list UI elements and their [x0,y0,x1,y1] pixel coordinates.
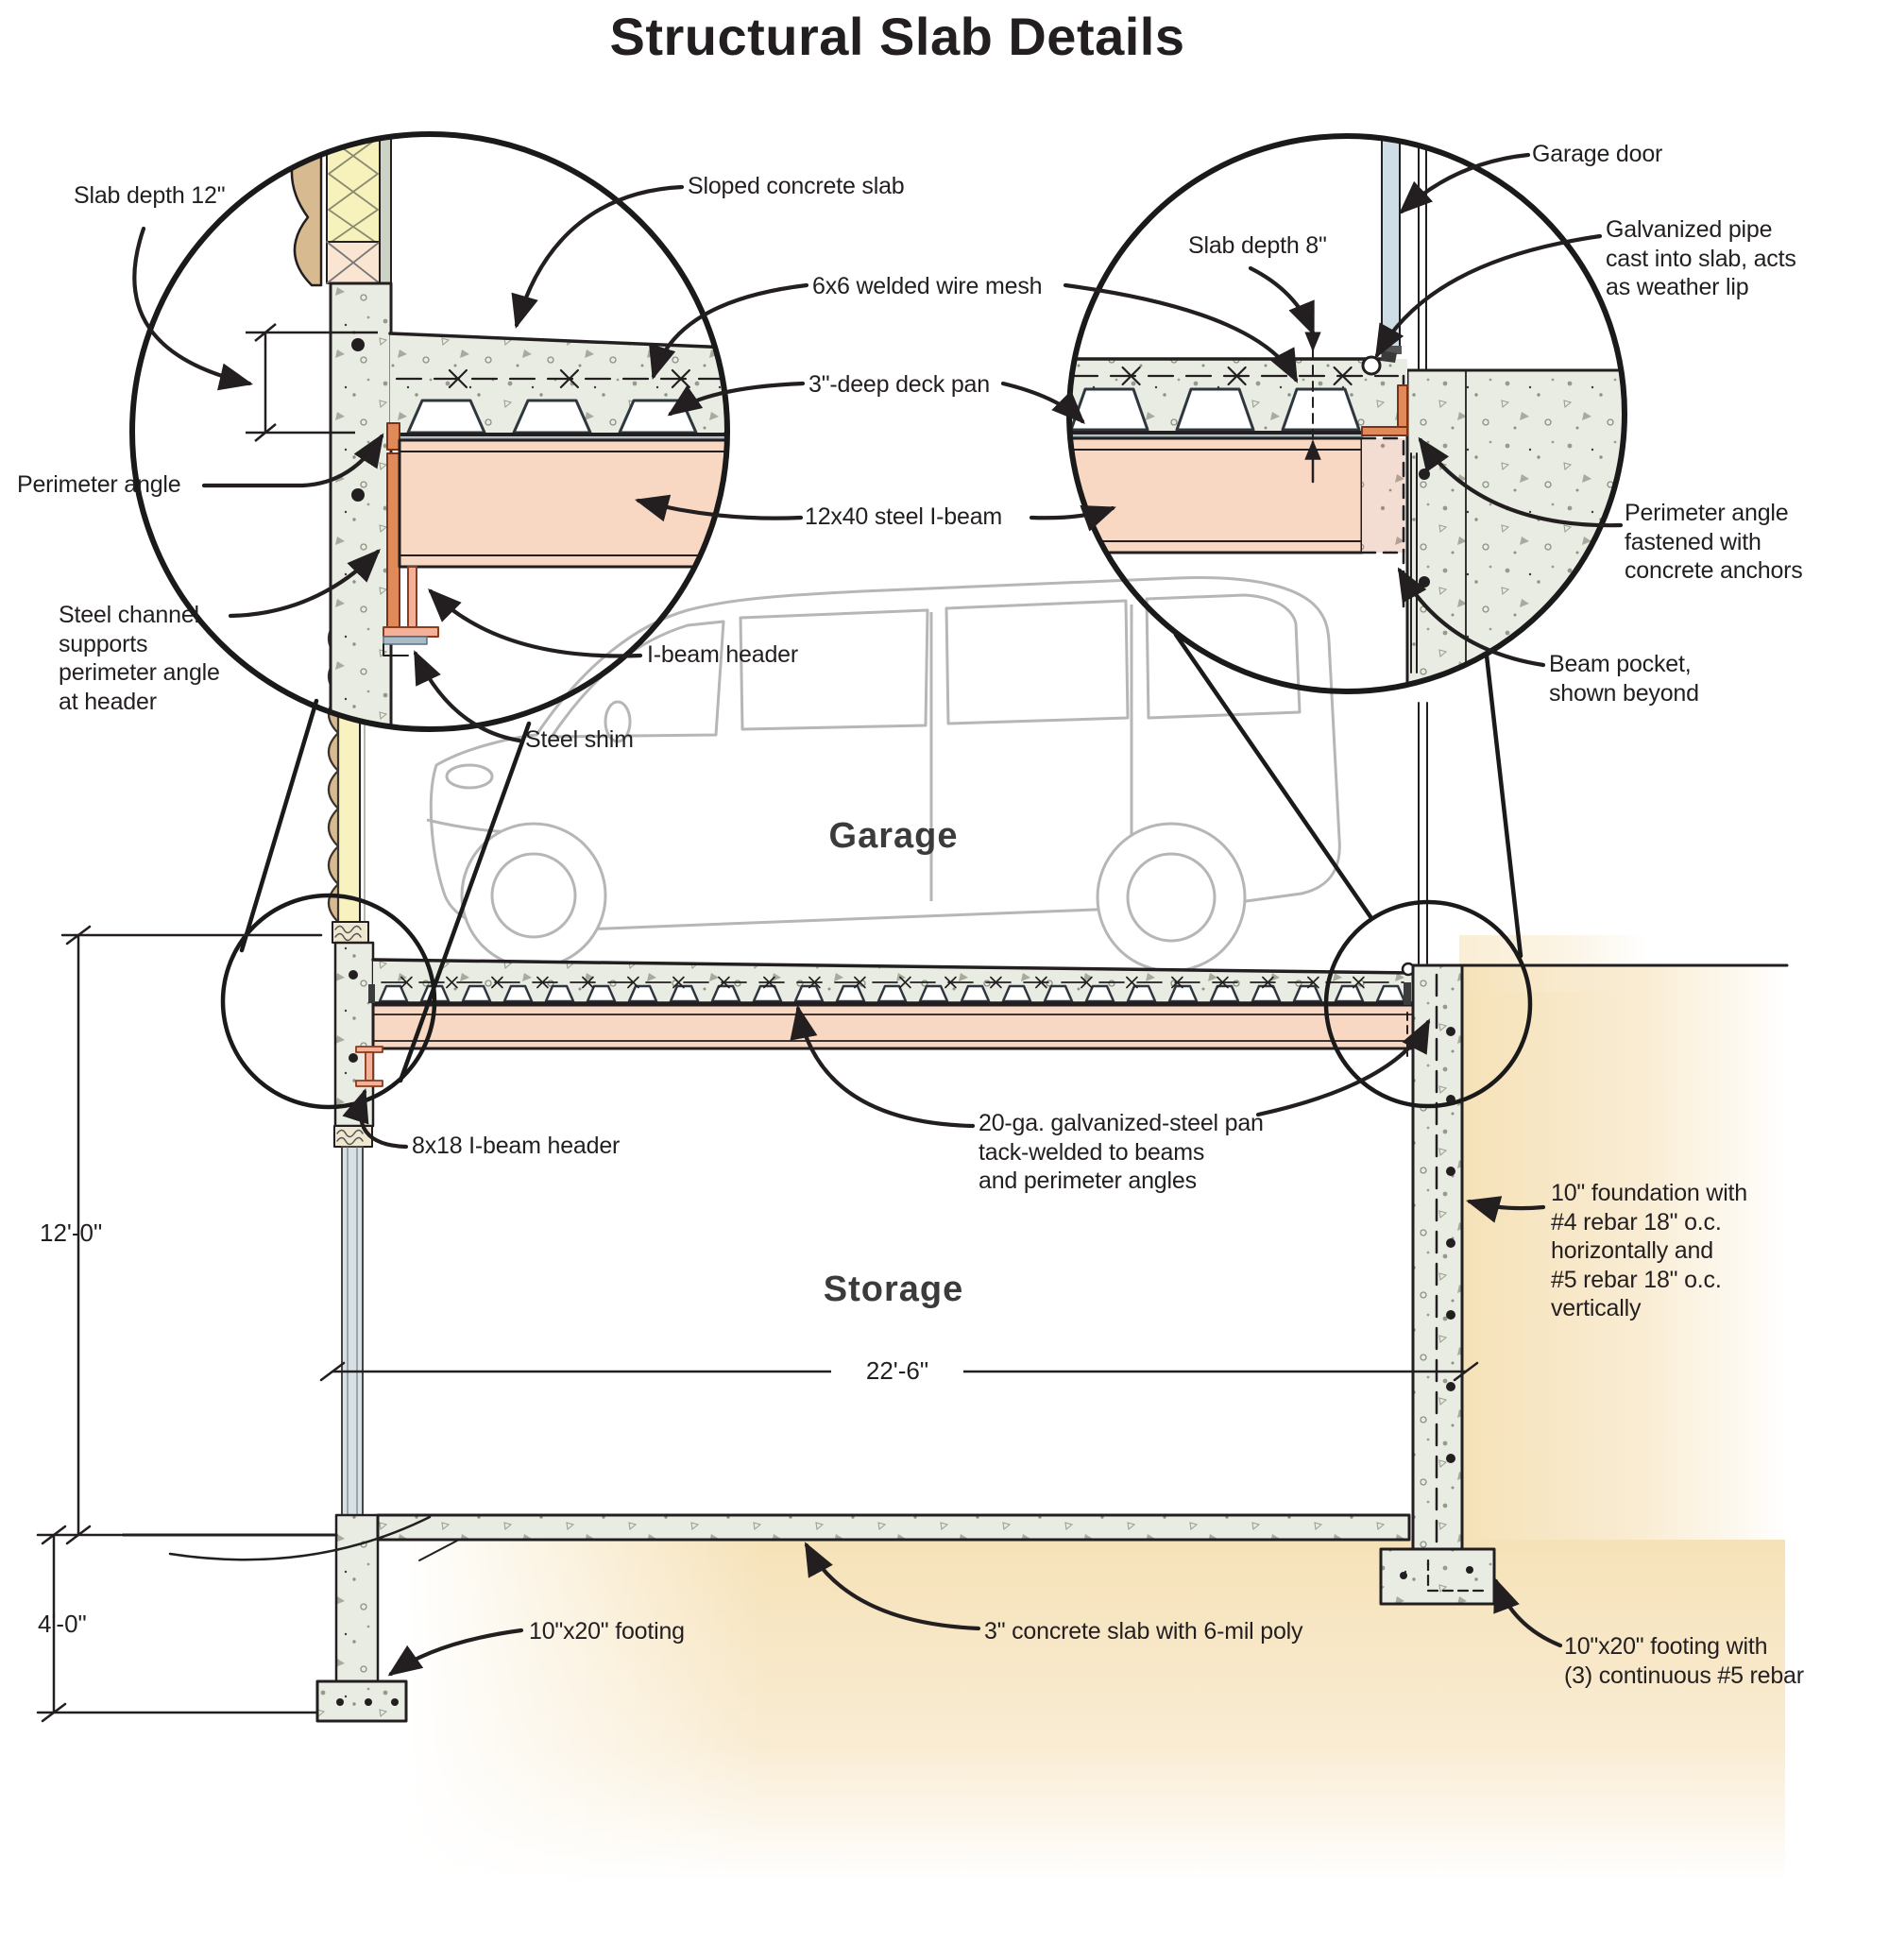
label-8x18-header: 8x18 I-beam header [412,1133,621,1159]
label-perimeter-angle-right: Perimeter angle fastened with concrete a… [1625,500,1803,584]
dim-footing-depth: 4'-0" [38,1610,87,1638]
label-steel-channel: Steel channel supports perimeter angle a… [59,602,220,715]
detail-circle-left [129,131,730,732]
label-slab-depth-12: Slab depth 12" [74,182,226,209]
label-concrete-slab: 3" concrete slab with 6-mil poly [984,1618,1303,1645]
label-footing-right: 10"x20" footing with (3) continuous #5 r… [1564,1633,1804,1689]
detail-cone-lines [239,632,1523,1083]
label-deck-pan: 3"-deep deck pan [808,371,990,398]
label-beam-pocket: Beam pocket, shown beyond [1549,651,1699,707]
label-steel-pan: 20-ga. galvanized-steel pan tack-welded … [979,1110,1264,1194]
leader-arrows [132,152,1624,1677]
label-galvanized-pipe: Galvanized pipe cast into slab, acts as … [1606,216,1796,300]
label-sloped-slab: Sloped concrete slab [688,173,905,199]
dim-width: 22'-6" [831,1356,963,1386]
label-foundation: 10" foundation with #4 rebar 18" o.c. ho… [1551,1180,1748,1321]
label-i-beam: 12x40 steel I-beam [805,503,1003,530]
label-i-beam-header-left: I-beam header [647,641,798,668]
label-footing-left: 10"x20" footing [529,1618,685,1645]
room-label-garage: Garage [828,816,959,856]
label-wire-mesh: 6x6 welded wire mesh [812,273,1043,299]
page-title: Structural Slab Details [609,7,1185,66]
label-perimeter-angle-left: Perimeter angle [17,471,181,498]
dim-height: 12'-0" [40,1219,103,1247]
label-garage-door: Garage door [1532,141,1663,167]
label-slab-depth-8: Slab depth 8" [1188,232,1327,259]
dimension-lines [36,925,1479,1723]
room-label-storage: Storage [823,1270,964,1309]
label-steel-shim: Steel shim [525,726,634,753]
earth-shading [406,935,1788,1882]
junction-circles [220,893,1533,1110]
minivan-art [426,576,1341,973]
